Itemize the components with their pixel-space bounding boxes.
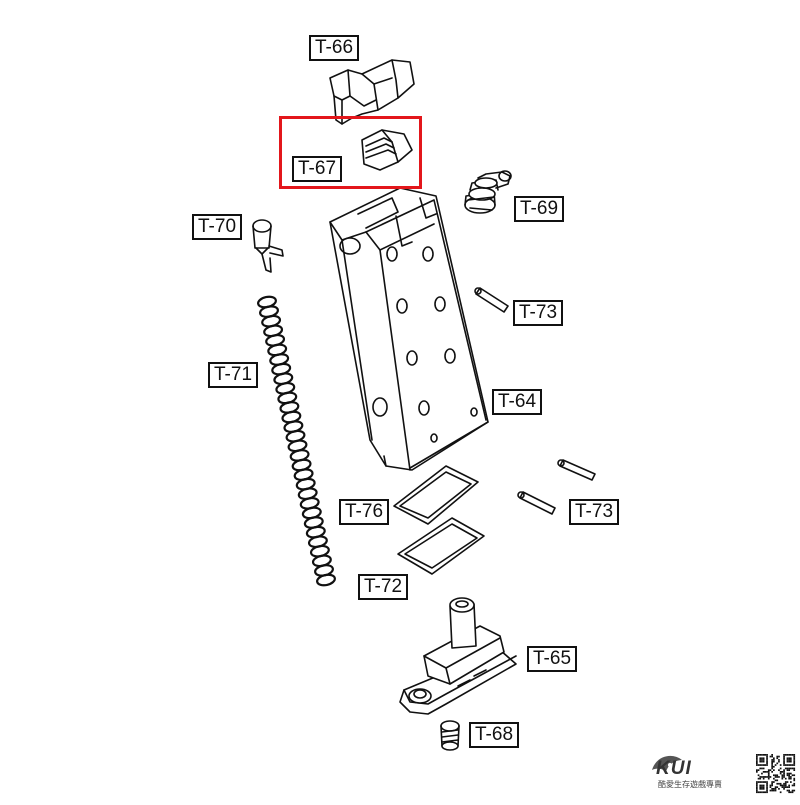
part-t72-drawing [397,517,485,575]
part-t71-drawing [257,295,336,587]
part-t65-drawing [399,597,517,715]
label-t68: T-68 [469,722,520,748]
label-t69: T-69 [514,196,565,222]
qr-code-icon [755,753,797,795]
label-t66: T-66 [309,35,360,61]
part-t76-drawing [393,465,479,525]
label-t64: T-64 [492,389,543,415]
label-t72: T-72 [358,574,409,600]
label-t73-lower: T-73 [569,499,620,525]
brand-logo-icon [652,755,682,772]
brand-slogan: 酷愛生存遊戲專賣 [658,780,722,789]
part-t73-pin-upper-drawing [474,287,509,313]
brand-name: KUI [656,758,692,779]
part-t64-drawing [329,187,489,471]
label-t70: T-70 [192,214,243,240]
part-t73-pin-lower-drawing [517,459,596,515]
label-t71: T-71 [208,362,259,388]
label-t73-upper: T-73 [513,300,564,326]
part-t68-drawing [440,720,460,751]
highlight-box-t67 [279,116,422,189]
label-t67: T-67 [292,156,343,182]
part-t70-drawing [252,219,284,273]
label-t65: T-65 [527,646,578,672]
part-t66-drawing [329,59,415,125]
part-t67-drawing [361,129,413,171]
part-t69-drawing [464,170,512,214]
label-t76: T-76 [339,499,390,525]
